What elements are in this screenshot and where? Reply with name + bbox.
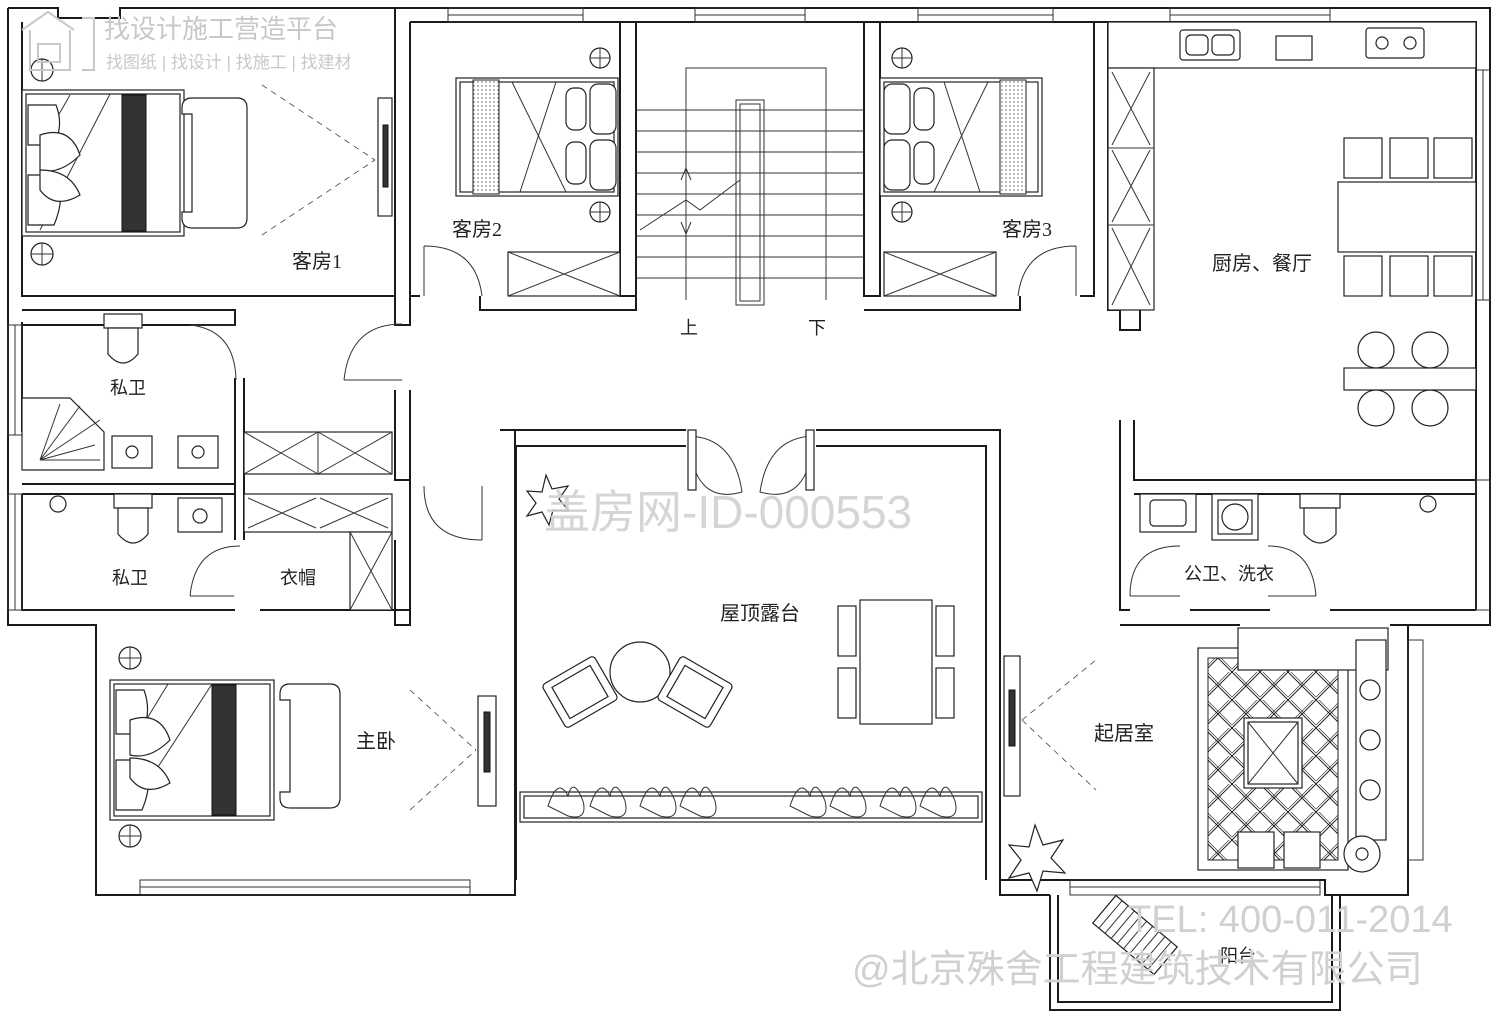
brand-logo — [21, 10, 95, 71]
guest-room-3-furniture — [879, 47, 1077, 297]
windows — [7, 7, 1491, 896]
room-label-living: 起居室 — [1094, 722, 1154, 745]
guest-room-2-furniture — [423, 47, 621, 297]
terrace-furniture — [409, 429, 983, 823]
logo-title: 找设计施工营造平台 — [104, 14, 338, 44]
stair-label-down: 下 — [808, 318, 826, 338]
living-room-furniture — [525, 473, 1389, 893]
room-label-public-bath: 公卫、洗衣 — [1184, 564, 1274, 584]
room-label-guest-3: 客房3 — [1002, 218, 1052, 241]
room-label-kitchen: 厨房、餐厅 — [1212, 252, 1312, 275]
guest-room-1-furniture — [21, 58, 393, 266]
room-label-balcony: 阳台 — [1220, 946, 1256, 966]
watermark-tel: TEL: 400-011-2014 — [1128, 899, 1453, 941]
room-label-terrace: 屋顶露台 — [720, 602, 800, 625]
public-bath — [1129, 493, 1437, 597]
watermark-id: 盖房网-ID-000553 — [544, 486, 912, 538]
room-label-guest-1: 客房1 — [292, 250, 342, 273]
balcony — [1049, 894, 1341, 1011]
kitchen-furniture — [1107, 21, 1477, 427]
room-label-master: 主卧 — [356, 730, 396, 753]
private-bath-2 — [49, 493, 241, 597]
room-label-closet: 衣帽 — [280, 568, 316, 588]
master-bedroom-furniture — [109, 646, 341, 848]
staircase — [636, 67, 864, 306]
closets — [243, 323, 483, 611]
private-bath-1 — [21, 313, 237, 471]
stair-label-up: 上 — [680, 318, 698, 338]
logo-tagline: 找图纸 | 找设计 | 找施工 | 找建材 — [106, 53, 352, 72]
room-label-guest-2: 客房2 — [452, 218, 502, 241]
watermark-company: @北京殊舍工程建筑技术有限公司 — [852, 949, 1423, 991]
room-label-bath-1: 私卫 — [110, 378, 146, 398]
room-label-bath-2: 私卫 — [112, 568, 148, 588]
